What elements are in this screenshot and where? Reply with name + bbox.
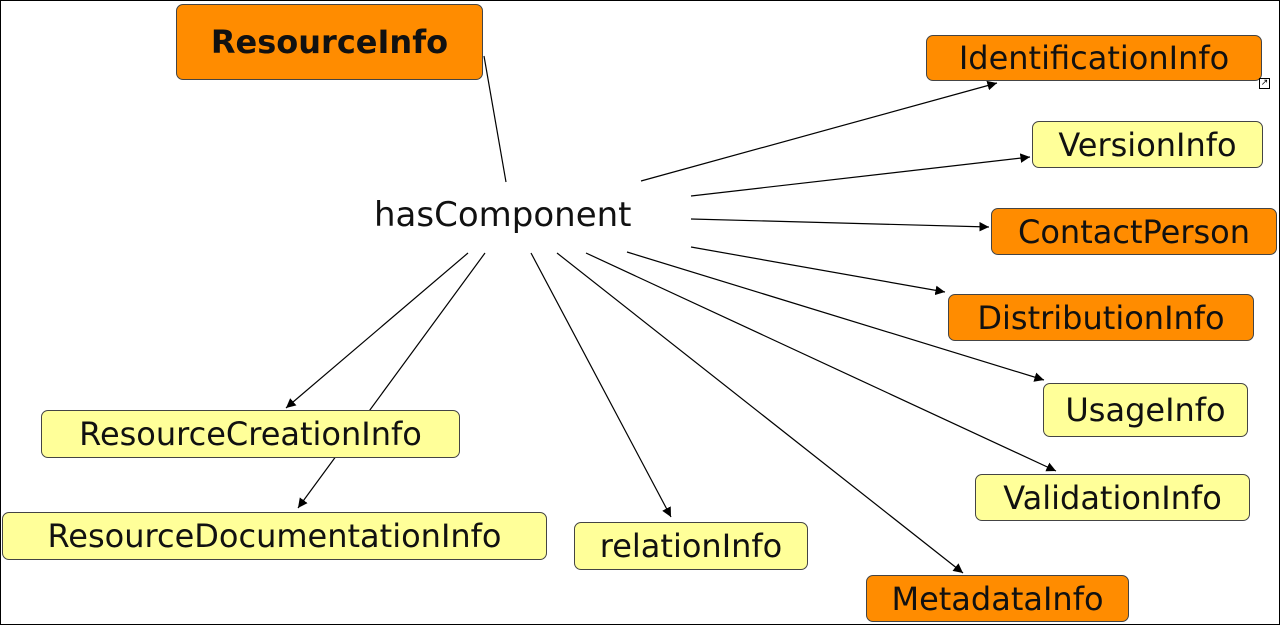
node-label: VersionInfo [1058, 125, 1237, 164]
node-label: UsageInfo [1065, 391, 1226, 429]
node-label: MetadataInfo [891, 579, 1104, 618]
node-contact-person[interactable]: ContactPerson [991, 208, 1277, 255]
node-metadata-info[interactable]: MetadataInfo [866, 575, 1129, 622]
node-resource-creation-info[interactable]: ResourceCreationInfo [41, 410, 460, 458]
edge-to-resource-documentation-info [297, 252, 486, 509]
edge-to-metadata-info [556, 252, 964, 574]
node-distribution-info[interactable]: DistributionInfo [948, 294, 1254, 341]
node-label: ResourceInfo [210, 23, 449, 61]
node-label: ResourceCreationInfo [79, 415, 422, 453]
node-resource-info[interactable]: ResourceInfo [176, 4, 483, 80]
relation-label-has-component: hasComponent [374, 195, 632, 235]
shortcut-arrow-icon[interactable]: ↗ [1259, 78, 1270, 89]
node-label: DistributionInfo [977, 298, 1225, 337]
node-version-info[interactable]: VersionInfo [1032, 121, 1263, 168]
edge-to-contact-person [690, 218, 990, 232]
node-relation-info[interactable]: relationInfo [574, 522, 808, 570]
node-label: IdentificationInfo [958, 39, 1230, 77]
node-resource-documentation-info[interactable]: ResourceDocumentationInfo [2, 512, 547, 560]
edge-root-to-relation [483, 55, 507, 183]
node-validation-info[interactable]: ValidationInfo [975, 474, 1250, 521]
edge-to-distribution-info [690, 246, 946, 296]
node-label: ContactPerson [1017, 212, 1251, 251]
node-label: relationInfo [599, 527, 783, 565]
edge-to-relation-info [530, 252, 672, 518]
node-identification-info[interactable]: IdentificationInfo [926, 35, 1262, 81]
edge-to-resource-creation-info [285, 252, 469, 409]
edge-to-identification-info [640, 80, 998, 182]
node-usage-info[interactable]: UsageInfo [1043, 383, 1248, 437]
node-label: ValidationInfo [1003, 478, 1222, 517]
node-label: ResourceDocumentationInfo [47, 517, 502, 555]
edge-to-validation-info [585, 252, 1057, 472]
edge-to-usage-info [626, 251, 1045, 382]
edge-to-version-info [690, 153, 1031, 197]
